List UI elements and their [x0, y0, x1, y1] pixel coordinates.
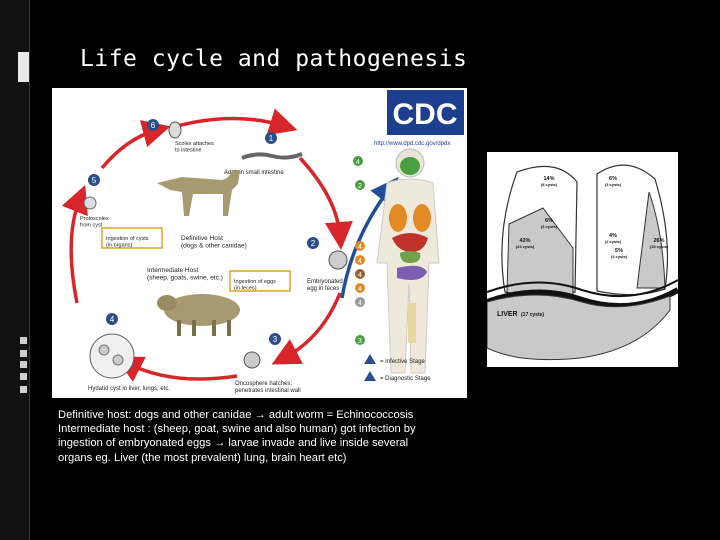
lung-cysts: (8 cysts): [541, 182, 558, 187]
svg-text:3: 3: [358, 338, 362, 345]
svg-text:4: 4: [358, 286, 362, 293]
accent-square: [20, 361, 27, 368]
lung-pct: 43%: [519, 238, 530, 244]
oncosphere-icon: [243, 351, 261, 369]
lung-cysts: (3 cysts): [605, 182, 622, 187]
liver-region: [486, 294, 671, 361]
accent-square: [20, 373, 27, 380]
cycle-arrow: [169, 108, 298, 136]
legend: = Infective Stage = Diagnostic Stage: [364, 354, 431, 382]
svg-text:2: 2: [358, 183, 362, 190]
dog-icon: [157, 170, 240, 216]
caption-line: Intermediate host : (sheep, goat, swine …: [58, 423, 416, 436]
svg-text:4: 4: [110, 315, 115, 324]
caption-line: organs eg. Liver (the most prevalent) lu…: [58, 451, 347, 464]
diaphragm-line: [485, 287, 680, 310]
lung-cysts: (24 cysts): [516, 244, 535, 249]
liver-cyst-count: (17 cysts): [521, 312, 544, 318]
human-step-marker: 4: [355, 283, 365, 293]
cdc-url: http://www.dpd.cdc.gov/dpdx: [374, 141, 450, 147]
accent-square: [20, 350, 27, 357]
human-step-marker: 4: [355, 241, 365, 251]
life-cycle-diagram: CDC http://www.dpd.cdc.gov/dpdx 1 2 3 4 …: [52, 88, 467, 398]
step-number-1: 1: [265, 132, 277, 144]
lung-cysts: (2 cysts): [605, 239, 622, 244]
liver-label: LIVER: [497, 311, 518, 318]
caption-line: Definitive host: dogs and other canidae …: [58, 409, 414, 421]
slide-title: Life cycle and pathogenesis: [80, 46, 468, 72]
label-hydatid: Hydatid cyst in liver, lungs, etc.: [88, 386, 170, 392]
svg-text:4: 4: [358, 272, 362, 279]
label-adult: Adult in small intestine: [224, 170, 284, 176]
adult-worm-icon: [241, 152, 303, 160]
lung-pct: 4%: [609, 233, 617, 239]
cdc-logo: CDC: [387, 90, 464, 135]
slide-left-band: [0, 0, 30, 540]
human-figure-icon: [376, 148, 440, 374]
protoscolex-icon: [83, 196, 97, 210]
ingestion-eggs-box: [229, 270, 291, 292]
label-ingestion-eggs: Ingestion of eggs(in feces): [234, 279, 276, 291]
ingestion-cysts-box: [101, 227, 163, 249]
label-oncosphere: Oncosphere hatches;penetrates intestinal…: [235, 381, 301, 394]
cycle-arrow: [61, 184, 88, 304]
step-number-5: 5: [88, 174, 100, 186]
caption-line: ingestion of embryonated eggs → larvae i…: [58, 437, 409, 450]
step-number-2: 2: [307, 237, 319, 249]
lung-pct: 14%: [543, 176, 554, 182]
human-step-marker: 2: [355, 180, 365, 190]
scolex-icon: [168, 121, 182, 139]
cycle-arrow: [100, 120, 171, 170]
left-lower-lobe: [636, 191, 666, 289]
legend-infective: = Infective Stage: [380, 359, 426, 365]
accent-square: [20, 337, 27, 344]
label-intermediate-host: Intermediate Host(sheep, goats, swine, e…: [147, 267, 223, 281]
slide-caption: Definitive host: dogs and other canidae …: [58, 408, 478, 465]
sheep-icon: [157, 294, 240, 336]
legend-diagnostic: = Diagnostic Stage: [380, 376, 431, 382]
svg-text:4: 4: [358, 244, 362, 251]
step-number-4: 4: [106, 313, 118, 325]
svg-text:2: 2: [311, 239, 316, 248]
svg-text:6: 6: [151, 121, 156, 130]
label-ingestion-cysts: Ingestion of cysts(in organs): [106, 236, 149, 248]
title-accent-bar: [18, 52, 29, 82]
step-number-6: 6: [147, 119, 159, 131]
lung-cysts: (15 cysts): [650, 244, 669, 249]
cdc-logo-text: CDC: [393, 98, 458, 131]
svg-text:3: 3: [273, 335, 278, 344]
human-step-marker: 4: [355, 255, 365, 265]
lung-pct: 6%: [609, 176, 617, 182]
cycle-arrow: [271, 292, 342, 365]
human-step-marker: 4: [355, 297, 365, 307]
lung-liver-diagram: 14% (8 cysts) 6% (3 cysts) 6% (3 cysts) …: [485, 152, 680, 367]
lung-pct: 5%: [615, 248, 623, 254]
embryonated-egg-icon: [328, 250, 348, 270]
lung-pct: 6%: [545, 218, 553, 224]
hydatid-cyst-icon: [89, 333, 135, 379]
lung-pct: 26%: [653, 238, 664, 244]
human-infection-arrow: [340, 176, 399, 299]
svg-text:4: 4: [356, 159, 360, 166]
svg-text:1: 1: [269, 134, 274, 143]
svg-text:4: 4: [358, 300, 362, 307]
label-definitive-host: Definitive Host(dogs & other canidae): [181, 235, 247, 249]
human-step-marker: 4: [355, 269, 365, 279]
lung-cysts: (3 cysts): [541, 224, 558, 229]
human-step-marker: 3: [355, 335, 365, 345]
svg-text:5: 5: [92, 176, 97, 185]
lung-cysts: (3 cysts): [611, 254, 628, 259]
human-step-marker: 4: [353, 156, 363, 166]
step-number-3: 3: [269, 333, 281, 345]
cycle-arrow: [114, 356, 238, 382]
accent-square: [20, 386, 27, 393]
cycle-arrow: [298, 156, 353, 250]
svg-text:4: 4: [358, 258, 362, 265]
